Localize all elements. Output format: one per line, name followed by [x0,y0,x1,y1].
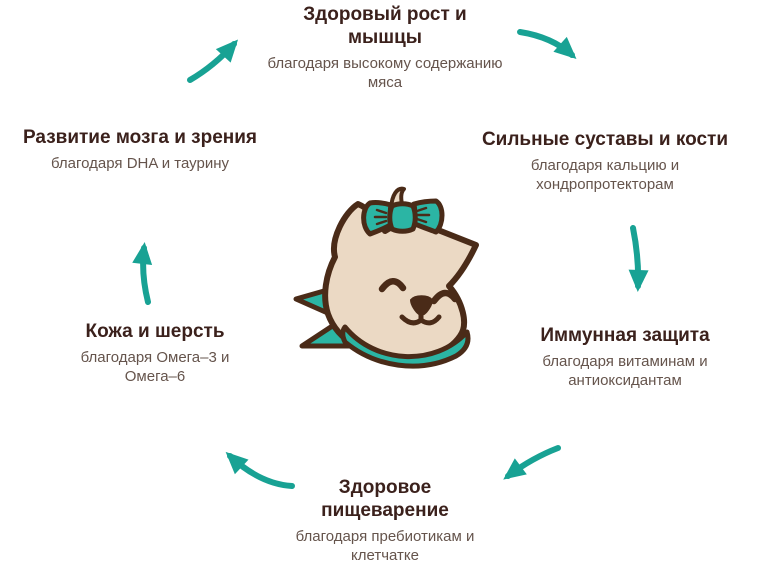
node-title-growth: Здоровый рост и мышцы [303,4,467,49]
arrow-joints-to-immunity-icon [628,225,649,292]
arrow-immunity-to-digestion-icon [503,445,561,480]
arrow-digestion-to-skin-icon [225,451,295,489]
node-title-immunity: Иммунная защита [540,325,710,346]
node-brain-vision: Развитие мозга и зрения благодаря DHA и … [8,126,272,173]
node-title-digestion: Здоровое пищеварение [321,477,449,522]
node-skin-and-coat: Кожа и шерсть благодаря Омега–3 и Омега–… [53,320,257,386]
node-subtitle-growth: благодаря высокому содержанию мяса [267,55,503,92]
node-title-skin: Кожа и шерсть [85,321,225,342]
arrow-brain-to-growth-icon [187,39,239,83]
cat-illustration-icon [293,186,479,369]
node-title-brain: Развитие мозга и зрения [22,127,258,148]
node-subtitle-brain: благодаря DHA и таурину [51,155,229,173]
node-subtitle-skin: благодаря Омега–3 и Омега–6 [80,349,230,386]
node-title-joints: Сильные суставы и кости [481,129,729,150]
bow-whiskers-icon [373,206,431,226]
node-subtitle-joints: благодаря кальцию и хондропротекторам [530,157,680,194]
node-strong-joints: Сильные суставы и кости благодаря кальци… [468,128,742,194]
arrow-growth-to-joints-icon [517,29,577,60]
arrow-skin-to-brain-icon [132,242,153,305]
node-immune-protection: Иммунная защита благодаря витаминам и ан… [508,324,742,390]
node-subtitle-immunity: благодаря витаминам и антиоксидантам [542,353,708,390]
node-subtitle-digestion: благодаря пребиотикам и клетчатке [295,528,475,565]
node-healthy-digestion: Здоровое пищеварение благодаря пребиотик… [263,476,507,565]
node-healthy-growth: Здоровый рост и мышцы благодаря высокому… [230,3,540,92]
